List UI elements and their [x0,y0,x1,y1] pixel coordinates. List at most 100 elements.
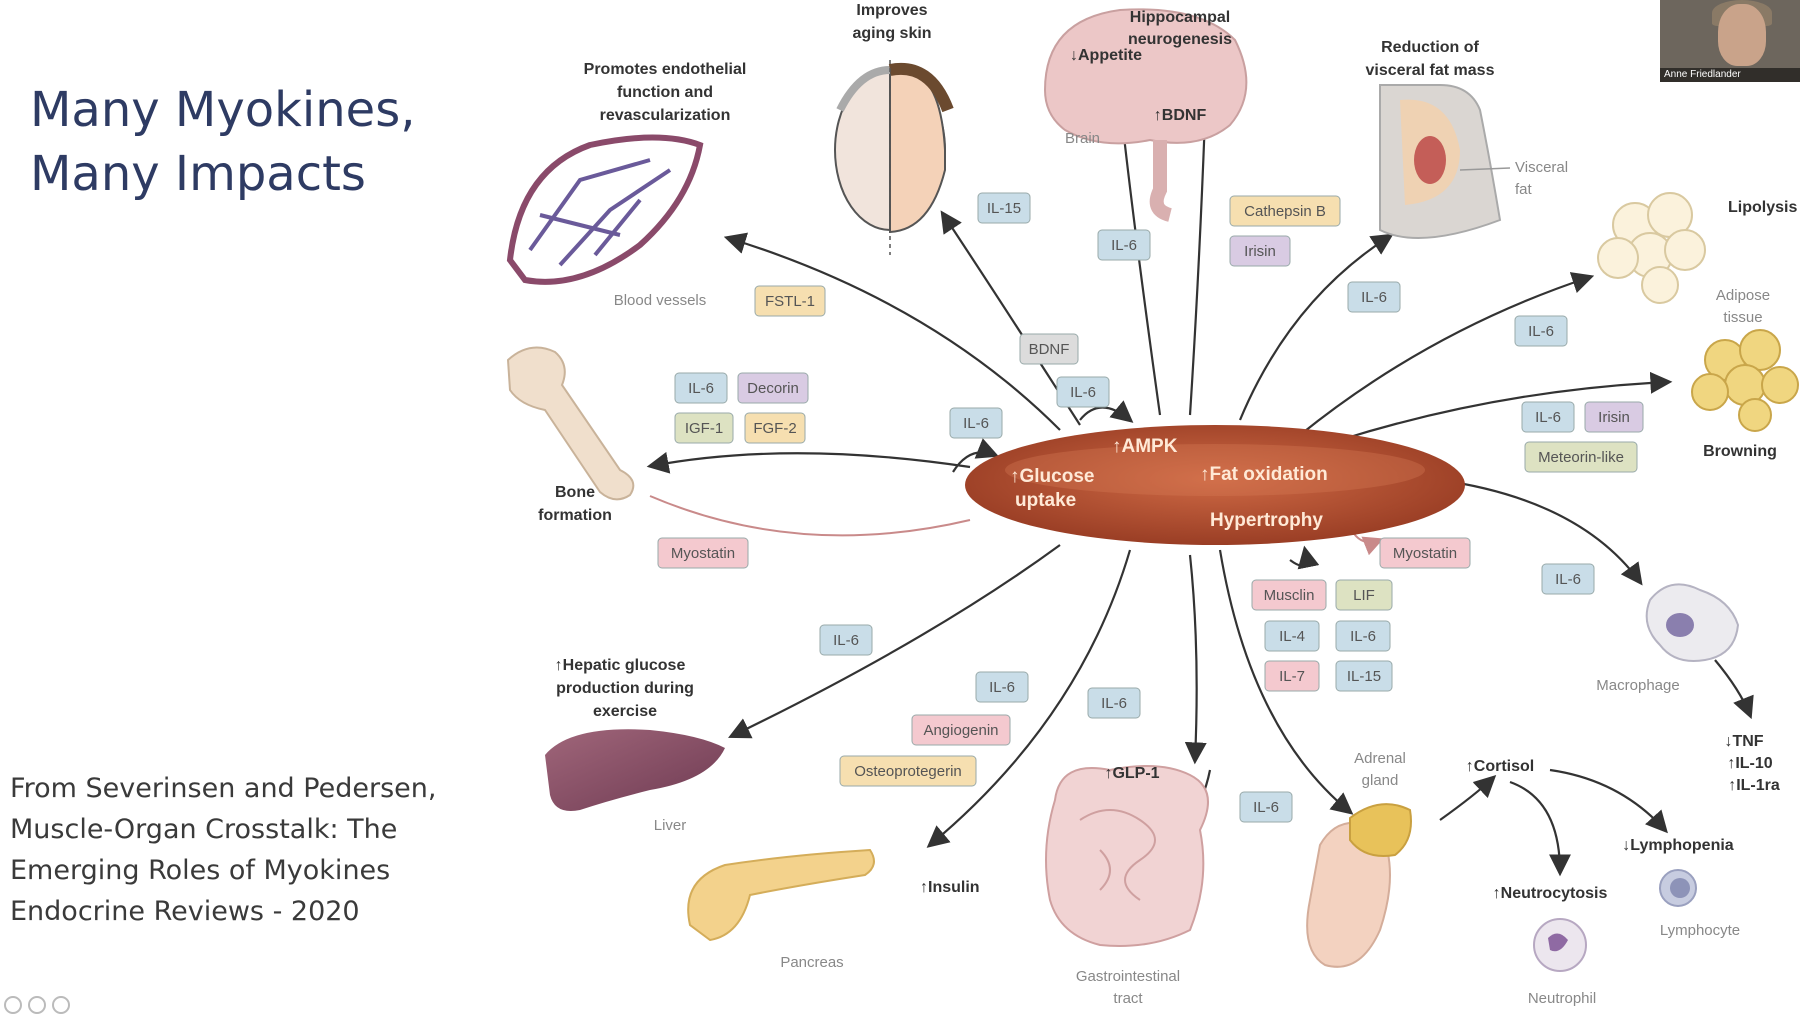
liver-sub: Liver [654,817,687,834]
svg-text:Musclin: Musclin [1264,587,1315,604]
tag-lif: LIF [1335,579,1393,611]
adrenal-sub-1: Adrenal [1354,750,1406,767]
pancreas: ↑Insulin Pancreas [687,848,980,971]
brain-bdnf: ↑BDNF [1154,107,1207,124]
slide-title-line-2: Many Impacts [30,146,366,202]
svg-text:IL-6: IL-6 [1070,384,1096,401]
svg-text:IL-6: IL-6 [1253,799,1279,816]
svg-text:Myostatin: Myostatin [671,545,735,562]
adrenal-lymphopenia: ↓Lymphopenia [1622,837,1734,854]
tag-decorin: Decorin [737,372,809,404]
svg-text:Decorin: Decorin [747,380,799,397]
muscle-ampk: ↑AMPK [1112,436,1178,457]
nav-menu-icon[interactable] [28,996,46,1014]
svg-text:Irisin: Irisin [1244,243,1276,260]
tag-musclin: Musclin [1251,579,1327,611]
tag-osteoprotegerin: Osteoprotegerin [839,755,977,787]
tag-il15-skin: IL-15 [977,192,1031,224]
adipose-sub-1: Adipose [1716,287,1770,304]
svg-text:Irisin: Irisin [1598,409,1630,426]
adrenal-sub-2: gland [1362,772,1399,789]
participant-name: Anne Friedlander [1660,68,1800,82]
aging-skin-face: Improves aging skin [834,2,954,255]
tag-igf1: IGF-1 [674,412,734,444]
tag-il6-pancreas: IL-6 [975,671,1029,703]
svg-text:IL-7: IL-7 [1279,668,1305,685]
brain: ↓Appetite Hippocampal neurogenesis ↑BDNF… [1043,8,1248,222]
svg-text:Cathepsin B: Cathepsin B [1244,203,1326,220]
brain-sub: Brain [1065,130,1100,147]
visceral-label-1: Reduction of [1381,39,1479,56]
svg-text:IL-6: IL-6 [1111,237,1137,254]
svg-text:Meteorin-like: Meteorin-like [1538,449,1624,466]
skin-label-1: Improves [856,2,927,19]
svg-text:IL-6: IL-6 [1555,571,1581,588]
svg-text:FSTL-1: FSTL-1 [765,293,815,310]
citation-line-4: Endocrine Reviews - 2020 [10,896,360,927]
citation-line-2: Muscle-Organ Crosstalk: The [10,814,398,845]
macrophage-out-3: ↑IL-1ra [1728,777,1780,794]
svg-text:Myostatin: Myostatin [1393,545,1457,562]
macrophage-sub: Macrophage [1596,677,1679,694]
vessels-label-3: revascularization [600,107,731,124]
blood-vessels: Promotes endothelial function and revasc… [506,61,747,309]
bone-label-2: formation [538,507,612,524]
macrophage-out-1: ↓TNF [1724,733,1763,750]
liver-label-3: exercise [593,703,657,720]
nav-next-icon[interactable] [52,996,70,1014]
svg-text:FGF-2: FGF-2 [753,420,796,437]
slide-title-line-1: Many Myokines, [30,82,416,138]
adipose-lipolysis: Lipolysis [1728,199,1797,216]
muscle-fat-oxidation: ↑Fat oxidation [1200,464,1328,485]
participant-video-thumbnail[interactable]: Anne Friedlander [1660,0,1800,82]
adipose-browning: Browning [1703,443,1777,460]
nav-prev-icon[interactable] [4,996,22,1014]
svg-text:IL-6: IL-6 [1361,289,1387,306]
svg-text:IL-6: IL-6 [833,632,859,649]
tag-il6-auto-1: IL-6 [949,407,1003,439]
tag-fgf2: FGF-2 [744,412,806,444]
liver-label-1: ↑Hepatic glucose [555,657,686,674]
visceral-label-2: visceral fat mass [1366,62,1495,79]
tag-il6-gut: IL-6 [1087,687,1141,719]
liver-label-2: production during [556,680,694,697]
svg-text:IL-6: IL-6 [1350,628,1376,645]
svg-text:IL-15: IL-15 [987,200,1021,217]
tag-il6-adipose: IL-6 [1514,315,1568,347]
pancreas-insulin: ↑Insulin [920,879,980,896]
adrenal-lymphocyte: Lymphocyte [1660,922,1740,939]
gut-glp1: ↑GLP-1 [1104,765,1159,782]
tag-il7: IL-7 [1264,660,1320,692]
visceral-sub-1: Visceral [1515,159,1568,176]
svg-text:IL-6: IL-6 [1528,323,1554,340]
tag-irisin-browning: Irisin [1584,401,1644,433]
myokine-tags: IL-15 FSTL-1 IL-6 Cathepsin B Irisin IL-… [657,192,1644,823]
slide-nav-controls[interactable] [4,996,144,1014]
adrenal-gland-kidney: Adrenal gland ↑Cortisol ↓Lymphopenia Lym… [1306,750,1740,1007]
svg-text:IL-6: IL-6 [1535,409,1561,426]
svg-text:IL-6: IL-6 [1101,695,1127,712]
svg-text:IL-6: IL-6 [963,415,989,432]
adipose-sub-2: tissue [1723,309,1762,326]
svg-text:Angiogenin: Angiogenin [923,722,998,739]
muscle-hypertrophy: Hypertrophy [1210,510,1323,531]
tag-il6-macrophage: IL-6 [1541,563,1595,595]
vessels-label-1: Promotes endothelial [584,61,747,78]
brain-neuro-1: Hippocampal [1130,9,1230,26]
svg-text:IL-6: IL-6 [989,679,1015,696]
tag-fstl1: FSTL-1 [754,285,826,317]
gut-sub-2: tract [1113,990,1143,1007]
participant-face [1718,4,1766,66]
gastrointestinal-tract: ↑GLP-1 Gastrointestinal tract [1045,765,1209,1007]
tag-myostatin-right: Myostatin [1379,537,1471,569]
svg-text:BDNF: BDNF [1029,341,1070,358]
brain-appetite: ↓Appetite [1070,47,1142,64]
svg-text:IL-15: IL-15 [1347,668,1381,685]
bone-label-1: Bone [555,484,595,501]
tag-il6-bone: IL-6 [674,372,728,404]
brain-neuro-2: neurogenesis [1128,31,1232,48]
muscle-glucose-line-2: uptake [1015,490,1076,511]
macrophage: Macrophage ↓TNF ↑IL-10 ↑IL-1ra [1596,583,1780,794]
vessels-sub: Blood vessels [614,292,707,309]
gut-sub-1: Gastrointestinal [1076,968,1180,985]
